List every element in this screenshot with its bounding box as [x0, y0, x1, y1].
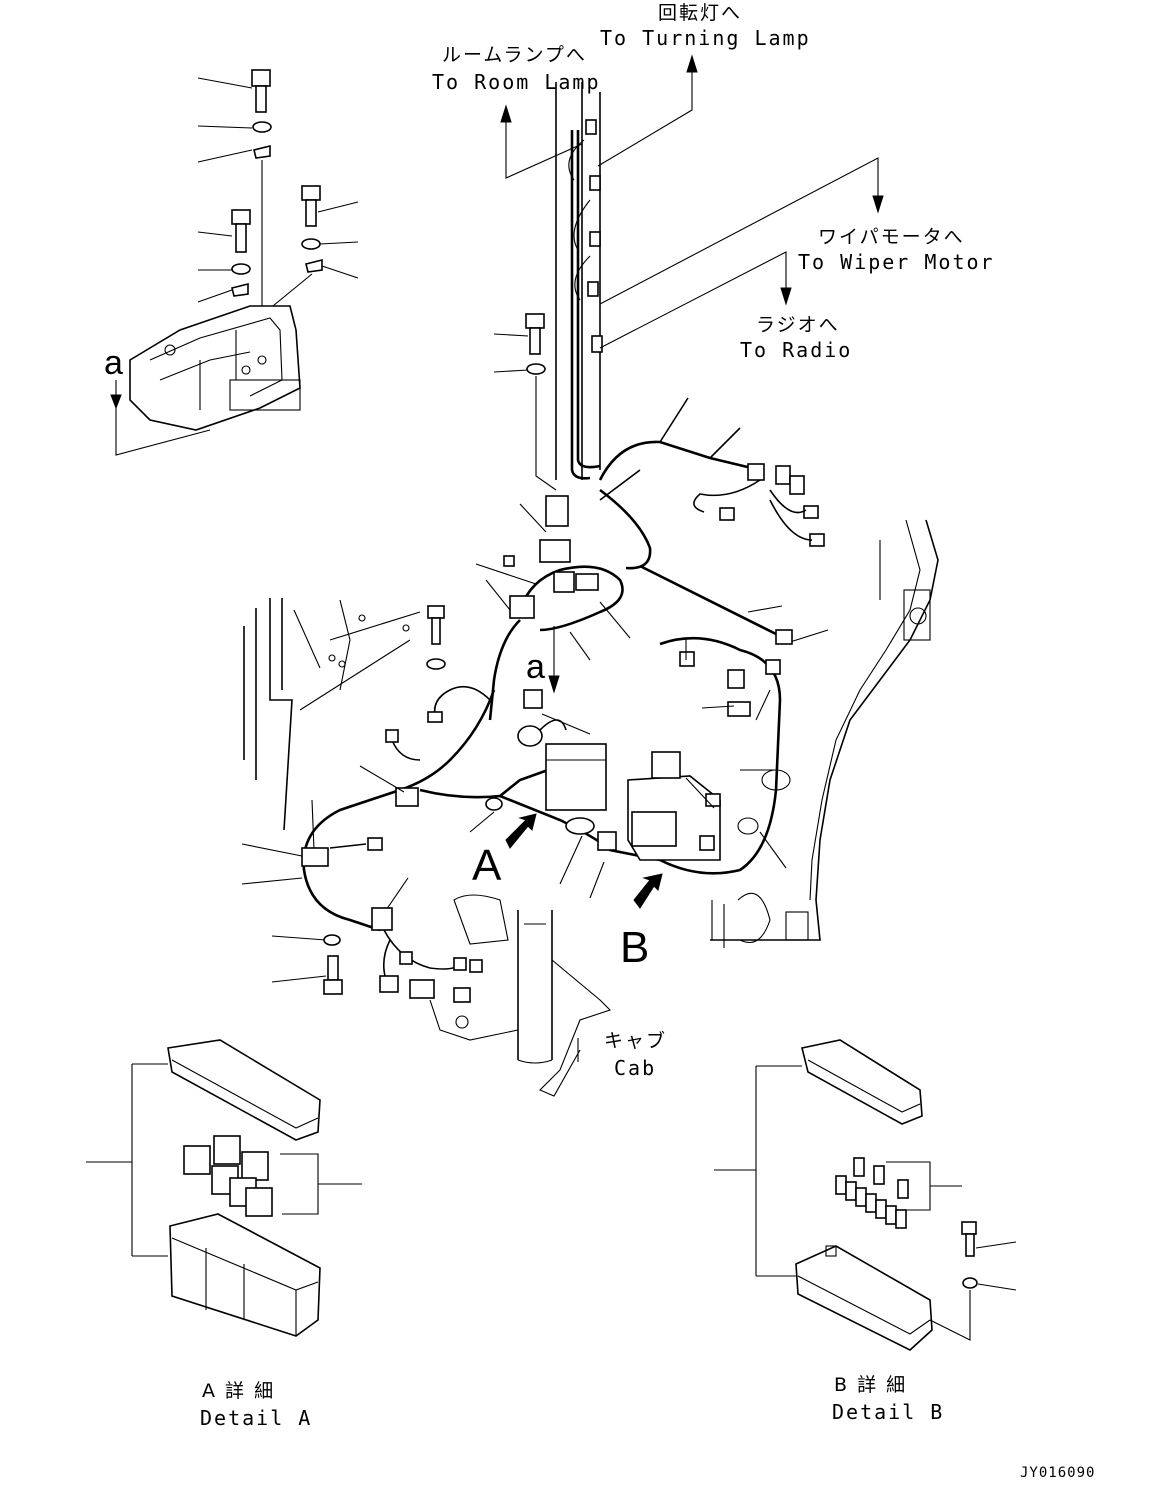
cab-label-jp: キャブ: [604, 1030, 668, 1052]
cab-left-frame: [243, 598, 421, 831]
turning-lamp-label-jp: 回転灯へ: [658, 2, 743, 24]
upper-left-bracket-assembly: [110, 69, 359, 456]
drawing-code: JY016090: [1020, 1465, 1096, 1481]
view-a-letter-lower: a: [526, 648, 545, 686]
view-b-callout: B: [620, 923, 650, 972]
cab-pillar-harness: [500, 54, 884, 480]
view-a-callout: A: [472, 841, 502, 890]
detail-a-assembly: [86, 1039, 362, 1337]
mid-bolt-washer: [426, 605, 446, 670]
detail-a-label-en: Detail A: [200, 1406, 313, 1430]
view-a-letter-upper: a: [104, 344, 123, 382]
fuse-row: [835, 1157, 909, 1229]
pillar-bolt: [493, 313, 557, 491]
wiper-motor-label-jp: ワイパモータへ: [818, 226, 965, 248]
room-lamp-label-en: To Room Lamp: [432, 70, 601, 94]
detail-b-assembly: [714, 1039, 1017, 1351]
radio-label-jp: ラジオへ: [756, 314, 840, 336]
room-lamp-label-jp: ルームランプへ: [442, 44, 587, 66]
detail-b-label-jp: B 詳 細: [834, 1374, 908, 1396]
cab-right-body: [710, 519, 939, 948]
wiper-motor-label-en: To Wiper Motor: [798, 250, 995, 274]
cab-label-en: Cab: [614, 1056, 657, 1080]
upper-right-harness: [598, 397, 825, 570]
detail-a-label-jp: A 詳 細: [202, 1380, 276, 1402]
main-harness: [241, 495, 829, 1003]
radio-label-en: To Radio: [740, 338, 853, 362]
cab-lower-pillar: [429, 894, 612, 1097]
turning-lamp-label-en: To Turning Lamp: [600, 26, 811, 50]
detail-b-label-en: Detail B: [832, 1400, 945, 1424]
